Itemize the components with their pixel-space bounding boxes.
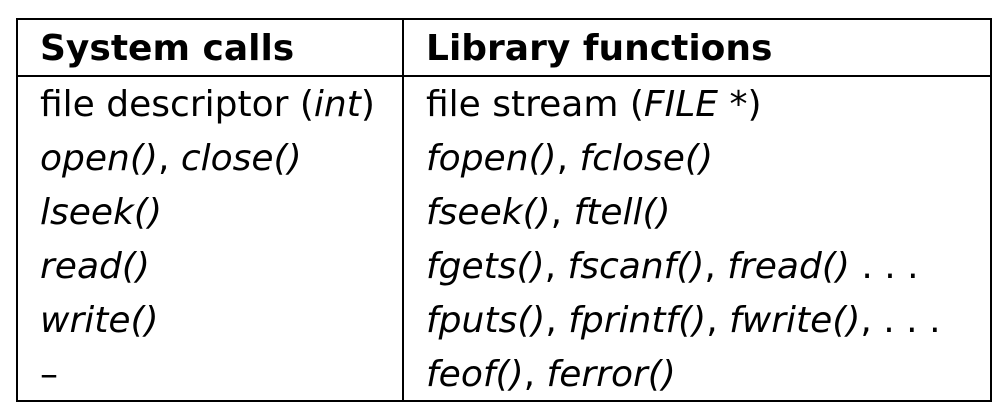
cell-text: file descriptor ( <box>40 84 314 125</box>
cell-text-italic: fread() <box>727 246 850 287</box>
cell-text-italic: fgets() <box>426 246 545 287</box>
header-library-functions: Library functions <box>426 28 773 69</box>
cell-text-italic: ferror() <box>546 354 676 395</box>
cell-text-italic: int <box>313 84 361 125</box>
cell-text-italic: fclose() <box>579 138 714 179</box>
row-4-library-cell: fgets(), fscanf(), fread() . . . <box>426 240 919 294</box>
column-divider <box>402 20 404 400</box>
row-3-system-cell: lseek() <box>40 186 162 240</box>
cell-text-italic: fprintf() <box>568 300 707 341</box>
cell-text: , <box>550 192 574 233</box>
cell-text-italic: fputs() <box>426 300 546 341</box>
header-divider <box>18 75 990 77</box>
cell-text: ) <box>360 84 375 125</box>
cell-text-italic: fscanf() <box>567 246 705 287</box>
cell-text: , <box>523 354 547 395</box>
row-5-library-cell: fputs(), fprintf(), fwrite(), . . . <box>426 294 941 348</box>
cell-text: ) <box>747 84 762 125</box>
cell-text: , <box>556 138 580 179</box>
cell-text-italic: fwrite() <box>729 300 861 341</box>
cell-text-italic: feof() <box>426 354 524 395</box>
cell-text-italic: write() <box>40 300 159 341</box>
cell-text-italic: open() <box>40 138 158 179</box>
row-2-library-cell: fopen(), fclose() <box>426 132 713 186</box>
cell-text-italic: lseek() <box>40 192 162 233</box>
row-2-system-cell: open(), close() <box>40 132 302 186</box>
row-6-system-cell: – <box>40 348 58 402</box>
row-1-library-cell: file stream (FILE *) <box>426 78 762 132</box>
cell-text: , <box>706 300 730 341</box>
cell-text: , <box>704 246 728 287</box>
cell-text-italic: fopen() <box>426 138 557 179</box>
cell-text-italic: ftell() <box>573 192 671 233</box>
cell-text: , <box>545 300 569 341</box>
cell-text: file stream ( <box>426 84 644 125</box>
cell-text: . . . <box>849 246 919 287</box>
cell-text: , . . . <box>860 300 941 341</box>
header-system-calls: System calls <box>40 28 295 69</box>
comparison-table: System calls Library functions file desc… <box>16 18 992 402</box>
cell-text: , <box>544 246 568 287</box>
row-1-system-cell: file descriptor (int) <box>40 78 375 132</box>
cell-text-italic: FILE * <box>643 84 748 125</box>
row-6-library-cell: feof(), ferror() <box>426 348 676 402</box>
row-5-system-cell: write() <box>40 294 159 348</box>
row-3-library-cell: fseek(), ftell() <box>426 186 671 240</box>
cell-text-italic: fseek() <box>426 192 551 233</box>
cell-text: – <box>40 354 58 395</box>
cell-text-italic: read() <box>40 246 150 287</box>
row-4-system-cell: read() <box>40 240 150 294</box>
cell-text-italic: close() <box>180 138 302 179</box>
cell-text: , <box>157 138 181 179</box>
